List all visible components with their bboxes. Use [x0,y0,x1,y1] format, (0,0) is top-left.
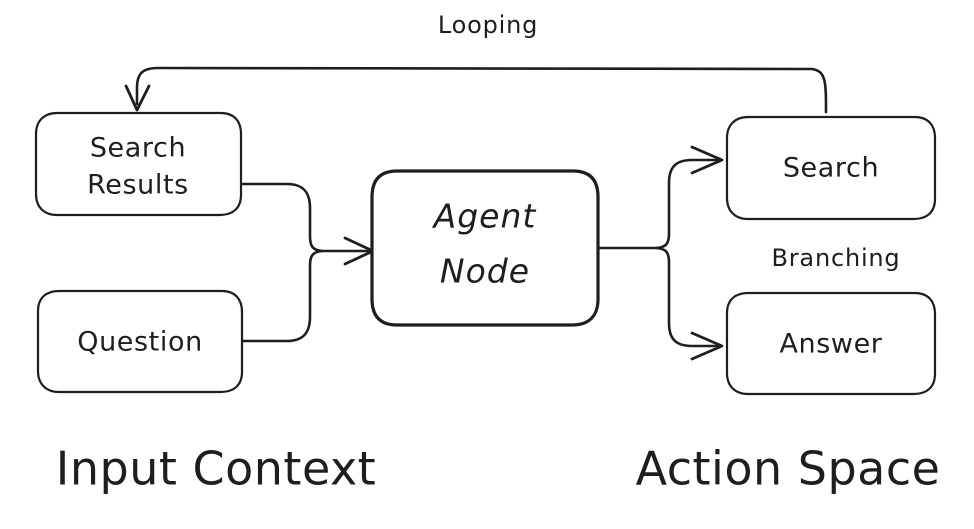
search-results-edge-path [241,182,324,253]
question-box [36,289,244,394]
node-search[interactable]: Search [725,115,937,221]
search-label: Search [783,153,879,184]
action-space-label: Action Space [636,442,941,496]
agent-node-label-line1: Agent [432,197,537,236]
agent-node-box [370,169,600,327]
edge-search-results-to-agent [241,182,324,253]
node-search-results[interactable]: Search Results [34,111,243,217]
node-agent[interactable]: Agent Node [370,169,600,327]
branch-search-arrowhead [690,145,724,175]
edge-branch-to-search [655,145,724,250]
search-results-label-line2: Results [87,170,189,201]
branch-search-path [655,158,720,250]
edge-looping [124,66,828,114]
branch-answer-arrowhead [690,331,724,361]
branching-label: Branching [772,244,901,272]
branch-answer-path [655,246,720,348]
agent-node-label-line2: Node [440,252,530,291]
search-box [725,115,937,221]
question-edge-path [241,249,324,343]
input-context-label: Input Context [56,442,376,496]
edge-question-to-agent [241,249,324,343]
looping-label: Looping [438,11,538,39]
looping-arrowhead [124,84,151,112]
answer-box [725,291,937,396]
node-question[interactable]: Question [36,289,244,394]
edge-branch-to-answer [655,246,724,361]
search-results-box [34,111,243,217]
looping-edge-path [135,66,828,114]
search-results-label-line1: Search [90,133,186,164]
question-label: Question [77,327,203,358]
edge-merged-into-agent [316,236,375,266]
answer-label: Answer [779,329,882,360]
node-answer[interactable]: Answer [725,291,937,396]
